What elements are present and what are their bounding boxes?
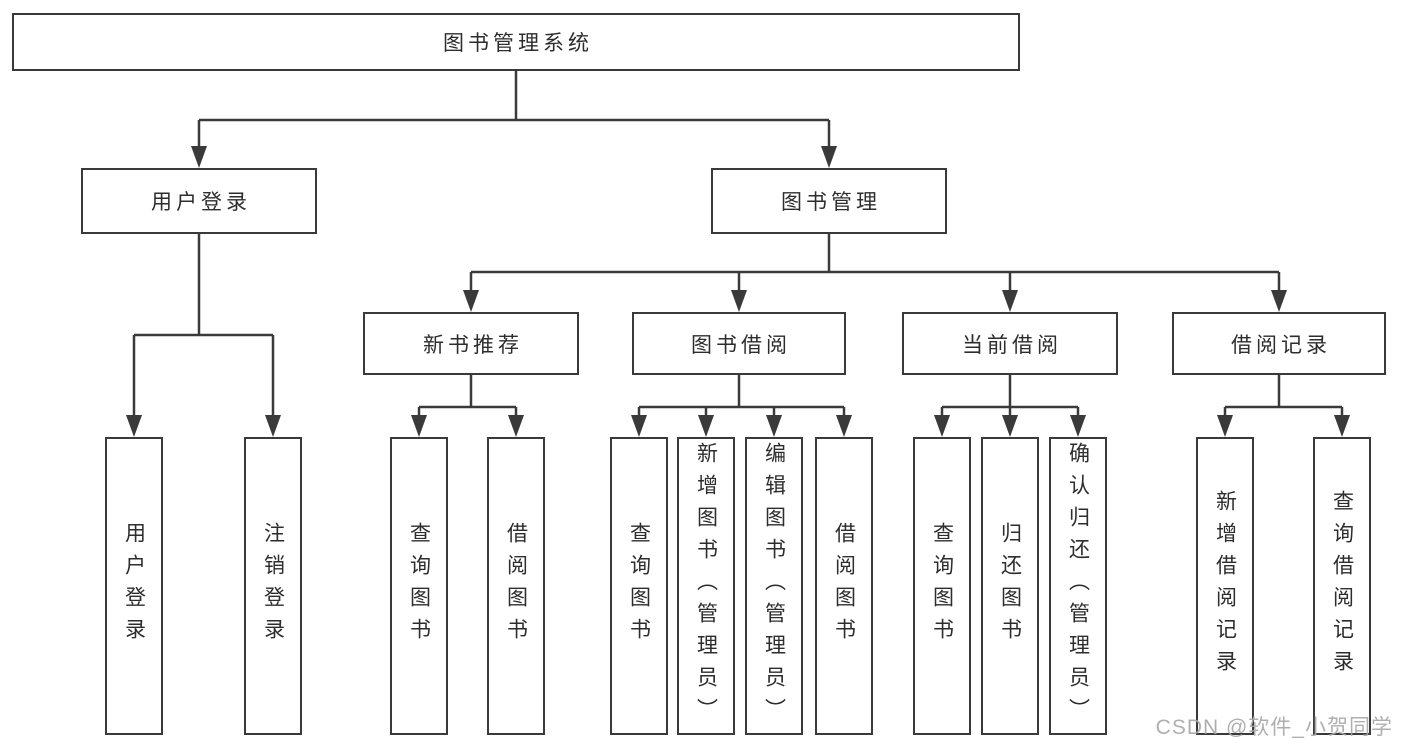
leaf-logout: 注销登录 xyxy=(244,437,302,735)
leaf-logout-label: 注销登录 xyxy=(261,522,285,650)
node-book-borrow: 图书借阅 xyxy=(632,312,846,375)
leaf-query-books-borrow: 查询图书 xyxy=(610,437,668,735)
leaf-return-book: 归还图书 xyxy=(981,437,1039,735)
leaf-query-books-recommend-label: 查询图书 xyxy=(407,522,431,650)
leaf-add-borrow-record: 新增借阅记录 xyxy=(1196,437,1254,735)
leaf-user-login: 用户登录 xyxy=(105,437,163,735)
leaf-add-borrow-record-label: 新增借阅记录 xyxy=(1213,490,1237,682)
leaf-borrow-books: 借阅图书 xyxy=(815,437,873,735)
node-current-borrow: 当前借阅 xyxy=(902,312,1118,375)
node-new-book-recommend: 新书推荐 xyxy=(363,312,579,375)
node-user-login: 用户登录 xyxy=(81,168,317,234)
leaf-return-book-label: 归还图书 xyxy=(998,522,1022,650)
node-new-book-recommend-label: 新书推荐 xyxy=(423,333,523,357)
node-book-borrow-label: 图书借阅 xyxy=(691,333,791,357)
leaf-borrow-books-recommend: 借阅图书 xyxy=(487,437,545,735)
leaf-edit-book-admin: 编辑图书（管理员） xyxy=(745,437,803,735)
leaf-add-book-admin-label: 新增图书（管理员） xyxy=(694,442,718,730)
node-borrow-records: 借阅记录 xyxy=(1172,312,1386,375)
leaf-query-books-borrow-label: 查询图书 xyxy=(627,522,651,650)
node-book-management: 图书管理 xyxy=(711,168,947,234)
leaf-query-books-current-label: 查询图书 xyxy=(930,522,954,650)
arrowheads xyxy=(126,146,1350,437)
node-user-login-label: 用户登录 xyxy=(151,191,251,214)
leaf-edit-book-admin-label: 编辑图书（管理员） xyxy=(762,442,786,730)
leaf-borrow-books-label: 借阅图书 xyxy=(832,522,856,650)
leaf-query-books-recommend: 查询图书 xyxy=(390,437,448,735)
leaf-add-book-admin: 新增图书（管理员） xyxy=(677,437,735,735)
leaf-query-borrow-record-label: 查询借阅记录 xyxy=(1330,490,1354,682)
leaf-user-login-label: 用户登录 xyxy=(122,522,146,650)
node-borrow-records-label: 借阅记录 xyxy=(1231,333,1331,357)
watermark-text: CSDN @软件_小贺同学 xyxy=(1155,716,1393,739)
node-book-management-label: 图书管理 xyxy=(781,191,881,214)
leaf-query-borrow-record: 查询借阅记录 xyxy=(1313,437,1371,735)
leaf-query-books-current: 查询图书 xyxy=(913,437,971,735)
leaf-confirm-return-admin: 确认归还（管理员） xyxy=(1049,437,1107,735)
node-root: 图书管理系统 xyxy=(12,13,1020,71)
node-root-label: 图书管理系统 xyxy=(443,32,593,55)
leaf-confirm-return-admin-label: 确认归还（管理员） xyxy=(1066,442,1090,730)
node-current-borrow-label: 当前借阅 xyxy=(962,333,1062,357)
leaf-borrow-books-recommend-label: 借阅图书 xyxy=(504,522,528,650)
